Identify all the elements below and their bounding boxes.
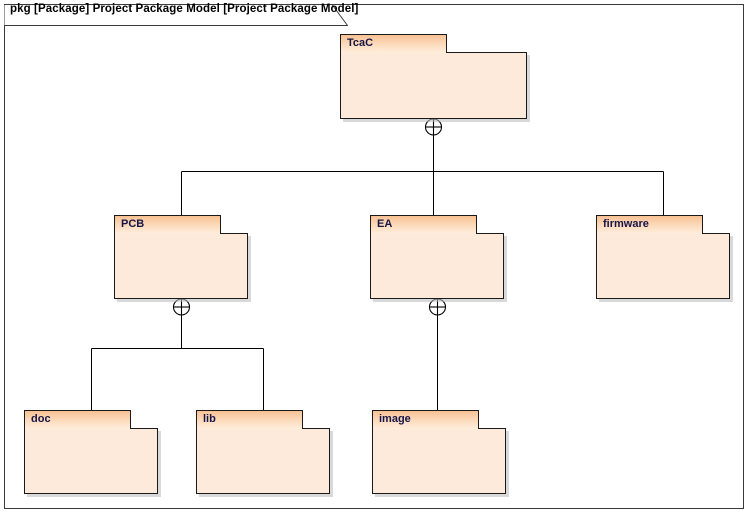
package-tab: [372, 410, 479, 429]
package-name-label: lib: [203, 413, 216, 425]
package-name-label: EA: [377, 218, 393, 230]
package-doc[interactable]: doc: [24, 410, 162, 498]
frame-title-tab-shape: [4, 4, 348, 26]
package-pcb[interactable]: PCB: [114, 215, 252, 303]
package-firmware[interactable]: firmware: [596, 215, 734, 303]
package-image[interactable]: image: [372, 410, 510, 498]
package-body: [24, 428, 158, 494]
package-body: [340, 52, 527, 119]
package-body: [114, 233, 248, 299]
package-name-label: PCB: [121, 218, 145, 230]
package-tab: [370, 215, 477, 234]
package-tab: [596, 215, 703, 234]
package-tab: [340, 34, 447, 53]
package-name-label: TcaC: [347, 37, 374, 49]
package-body: [596, 233, 730, 299]
package-name-label: image: [379, 413, 411, 425]
package-ea[interactable]: EA: [370, 215, 508, 303]
package-body: [370, 233, 504, 299]
package-body: [372, 428, 506, 494]
package-tab: [114, 215, 221, 234]
package-body: [196, 428, 330, 494]
package-tab: [24, 410, 131, 429]
frame-title: pkg [Package] Project Package Model [Pro…: [10, 3, 359, 15]
package-name-label: doc: [31, 413, 51, 425]
package-tab: [196, 410, 303, 429]
package-tcac[interactable]: TcaC: [340, 34, 530, 122]
package-name-label: firmware: [603, 218, 649, 230]
package-lib[interactable]: lib: [196, 410, 334, 498]
